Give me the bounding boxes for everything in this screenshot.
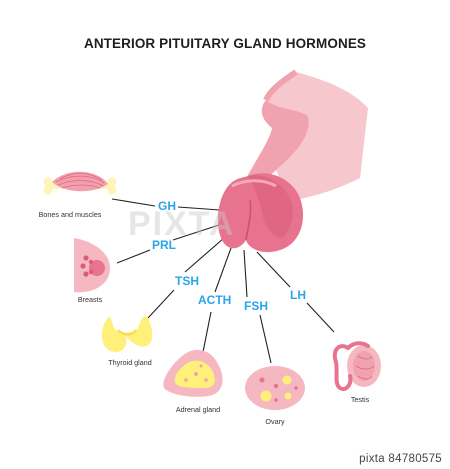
lh-line-out	[306, 302, 335, 333]
target-label-breasts: Breasts	[77, 295, 103, 304]
hormone-label-tsh: TSH	[175, 274, 199, 288]
prl-line-out	[116, 249, 151, 264]
stock-id: pixta 84780575	[359, 453, 442, 465]
bone-muscle-illustration	[43, 171, 117, 195]
page-title: ANTERIOR PITUITARY GLAND HORMONES	[83, 36, 367, 51]
hormone-label-acth: ACTH	[198, 293, 232, 307]
tsh-line-out	[147, 289, 175, 319]
hormone-label-fsh: FSH	[244, 299, 268, 313]
connector-lines	[111, 198, 335, 364]
pituitary-gland	[217, 173, 304, 253]
target-label-bones: Bones and muscles	[38, 210, 102, 219]
target-label-thyroid: Thyroid gland	[108, 358, 152, 367]
acth-line-in	[214, 247, 232, 293]
hormone-label-prl: PRL	[152, 238, 176, 252]
target-label-ovary: Ovary	[265, 417, 285, 426]
target-label-adrenal: Adrenal gland	[175, 405, 221, 414]
tsh-line-in	[184, 237, 225, 273]
fsh-line-out	[259, 314, 272, 364]
testis-illustration	[332, 341, 381, 391]
fsh-line-in	[243, 249, 248, 298]
brain-stalk	[244, 69, 368, 200]
gh-line-in	[177, 206, 221, 211]
hormone-label-lh: LH	[290, 288, 306, 302]
hormone-label-gh: GH	[158, 199, 176, 213]
gh-line-out	[111, 198, 156, 207]
lh-line-in	[256, 251, 291, 288]
watermark: PIXTA	[128, 205, 236, 243]
thyroid-illustration	[101, 316, 153, 352]
prl-line-in	[172, 223, 223, 241]
acth-line-out	[202, 311, 212, 353]
breast-illustration	[74, 238, 110, 293]
ovary-illustration	[245, 366, 305, 410]
adrenal-illustration	[163, 349, 223, 397]
target-label-testis: Testis	[350, 395, 370, 404]
